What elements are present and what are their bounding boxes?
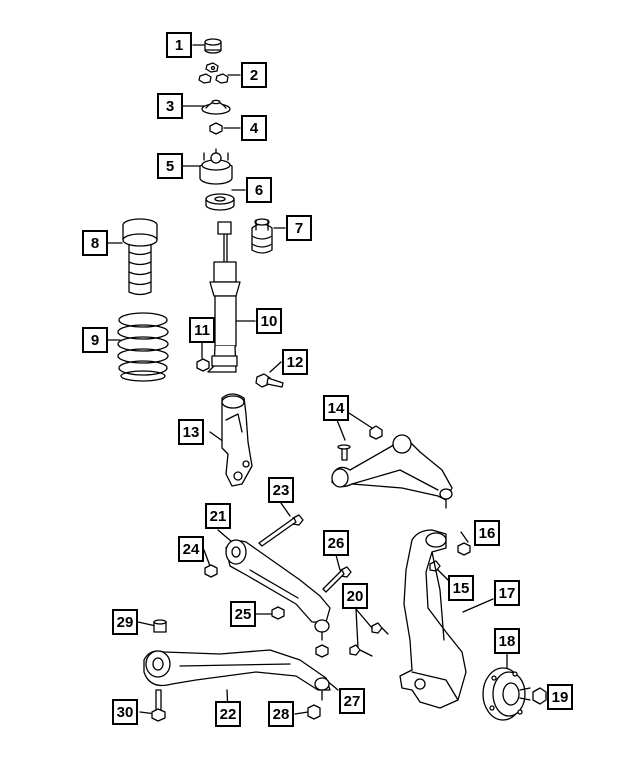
callout-8[interactable]: 8 xyxy=(82,230,108,256)
part-flange-nut xyxy=(307,704,321,720)
part-arm-nut xyxy=(204,564,218,578)
part-strut-nut xyxy=(196,358,210,372)
callout-4[interactable]: 4 xyxy=(241,115,267,141)
callout-6[interactable]: 6 xyxy=(246,177,272,203)
part-long-bolt-upper xyxy=(258,514,304,547)
callout-13[interactable]: 13 xyxy=(178,419,204,445)
callout-29[interactable]: 29 xyxy=(112,609,138,635)
part-lower-rear-arm xyxy=(143,649,331,701)
callout-28[interactable]: 28 xyxy=(268,701,294,727)
callout-2[interactable]: 2 xyxy=(241,62,267,88)
callout-19[interactable]: 19 xyxy=(547,684,573,710)
callout-20[interactable]: 20 xyxy=(342,583,368,609)
callout-3[interactable]: 3 xyxy=(157,93,183,119)
callout-12[interactable]: 12 xyxy=(282,349,308,375)
callout-14[interactable]: 14 xyxy=(323,395,349,421)
part-upper-control-arm xyxy=(331,425,453,509)
part-strut-bolt xyxy=(255,373,284,388)
part-steering-knuckle xyxy=(399,529,467,709)
callout-26[interactable]: 26 xyxy=(323,530,349,556)
callout-24[interactable]: 24 xyxy=(178,536,204,562)
callout-23[interactable]: 23 xyxy=(268,477,294,503)
leader-lines xyxy=(107,44,547,715)
callout-9[interactable]: 9 xyxy=(82,327,108,353)
part-cam-bushing xyxy=(153,619,167,633)
part-dust-boot xyxy=(122,218,158,296)
part-shock-absorber xyxy=(207,221,241,373)
callout-11[interactable]: 11 xyxy=(189,317,215,343)
part-jounce-bumper xyxy=(251,218,273,254)
part-strut-bracket xyxy=(221,393,253,487)
callout-22[interactable]: 22 xyxy=(215,701,241,727)
part-bushing-top xyxy=(204,38,222,54)
callout-7[interactable]: 7 xyxy=(286,215,312,241)
part-hub-nut xyxy=(532,687,547,705)
part-nuts-cluster xyxy=(198,62,229,84)
callout-25[interactable]: 25 xyxy=(230,601,256,627)
part-upper-plate xyxy=(201,99,231,115)
callout-10[interactable]: 10 xyxy=(256,308,282,334)
part-knuckle-nut xyxy=(457,542,471,556)
callout-27[interactable]: 27 xyxy=(339,688,365,714)
callout-21[interactable]: 21 xyxy=(205,503,231,529)
part-long-bolt-lower xyxy=(322,566,352,593)
part-rear-arm-nut xyxy=(315,644,329,658)
callout-17[interactable]: 17 xyxy=(494,580,520,606)
part-vertical-bolt xyxy=(151,689,166,722)
callout-18[interactable]: 18 xyxy=(494,628,520,654)
callout-30[interactable]: 30 xyxy=(112,699,138,725)
callout-5[interactable]: 5 xyxy=(157,153,183,179)
part-balljoint-nut xyxy=(271,606,285,620)
callout-1[interactable]: 1 xyxy=(166,32,192,58)
part-strut-mount xyxy=(199,148,233,185)
part-wheel-hub xyxy=(482,667,531,721)
part-caliper-bolts xyxy=(349,622,389,657)
callout-16[interactable]: 16 xyxy=(474,520,500,546)
part-bearing xyxy=(205,193,235,211)
part-coil-spring xyxy=(117,312,169,382)
callout-15[interactable]: 15 xyxy=(448,575,474,601)
part-jam-nut xyxy=(209,122,223,135)
part-lower-front-arm xyxy=(225,539,331,641)
